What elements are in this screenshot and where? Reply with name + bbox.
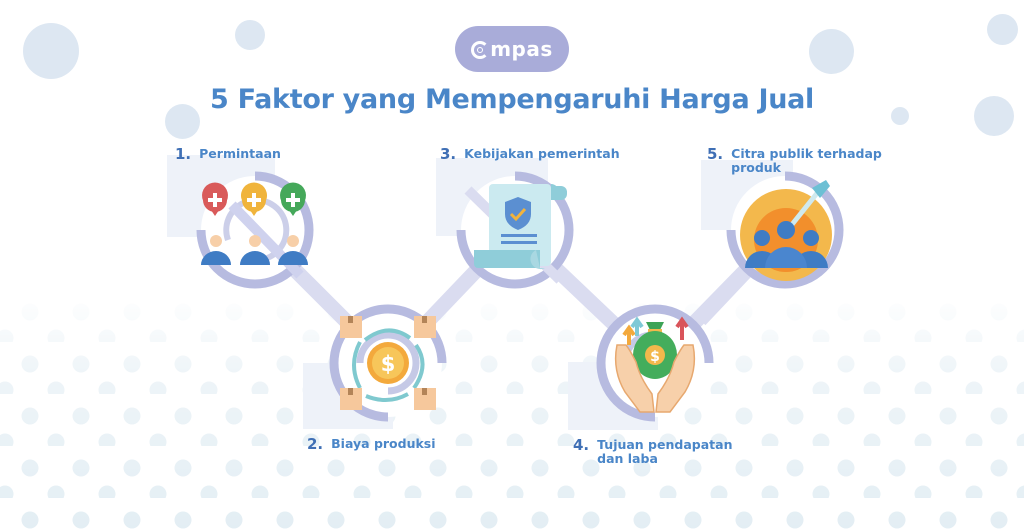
pin-yellow (241, 182, 267, 216)
decorative-circle (23, 23, 79, 79)
factor-number: 5. (707, 145, 724, 163)
factor-5-label: 5. Citra publik terhadap produk (707, 147, 882, 175)
factor-text: Tujuan pendapatan dan laba (597, 437, 733, 466)
pin-green (280, 182, 306, 216)
logo-wordmark: mpas (490, 37, 553, 61)
decorative-circle (809, 29, 854, 74)
factor-3-label: 3. Kebijakan pemerintah (440, 147, 620, 162)
factor-number: 1. (175, 145, 192, 163)
pin-red (202, 182, 228, 216)
people (201, 235, 308, 265)
decorative-circle (987, 14, 1018, 45)
factor-number: 4. (573, 436, 590, 454)
page-title: 5 Faktor yang Mempengaruhi Harga Jual (209, 84, 815, 115)
decorative-circle (235, 20, 265, 50)
svg-text:$: $ (381, 352, 396, 376)
factor-text: Kebijakan pemerintah (464, 146, 620, 161)
svg-text:$: $ (650, 349, 660, 365)
boxes (340, 316, 436, 410)
factor-1-label: 1. Permintaan (175, 147, 281, 162)
decorative-circle (891, 107, 909, 125)
decorative-circle (165, 104, 200, 139)
factor-2-label: 2. Biaya produksi (307, 437, 436, 452)
factor-2-badge: $ (329, 304, 447, 422)
factor-1-badge (196, 171, 314, 289)
logo-text: mpas (471, 37, 553, 61)
factor-4-label: 4. Tujuan pendapatan dan laba (573, 438, 732, 466)
dot-pattern-background (0, 290, 1024, 532)
logo-c-mark-icon (471, 41, 490, 59)
factor-number: 2. (307, 435, 324, 453)
decorative-circle (974, 96, 1014, 136)
factor-text: Biaya produksi (331, 436, 436, 451)
factor-number: 3. (440, 145, 457, 163)
factor-text: Citra publik terhadap produk (731, 146, 882, 175)
factor-3-badge (456, 171, 574, 289)
factor-5-badge (726, 171, 844, 289)
compas-logo: mpas (455, 26, 569, 72)
factor-text: Permintaan (199, 146, 281, 161)
factor-4-badge: $ (596, 304, 714, 422)
